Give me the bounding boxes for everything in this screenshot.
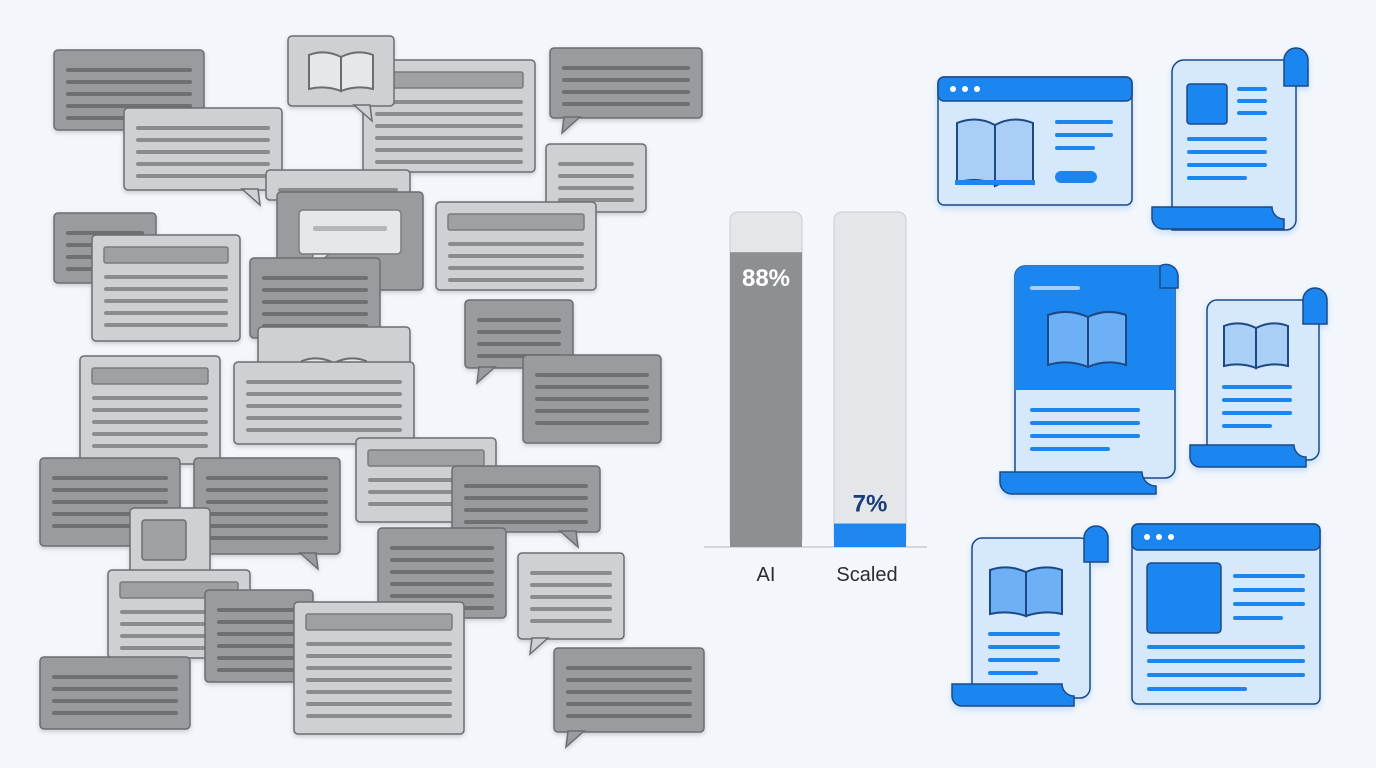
scroll-document-icon xyxy=(951,525,1109,707)
scroll-document-icon xyxy=(1189,287,1328,468)
chat-bubble-icon xyxy=(464,299,574,385)
bar-scaled xyxy=(834,523,906,547)
bar-value-label-ai: 88% xyxy=(742,265,790,292)
document-card-icon xyxy=(204,589,314,683)
book-icon xyxy=(287,35,395,123)
left-illustration-cluster xyxy=(39,35,705,749)
scroll-document-icon xyxy=(999,263,1179,495)
chat-bubble-icon xyxy=(451,465,601,549)
chat-bubble-icon xyxy=(549,47,703,135)
category-label-scaled: Scaled xyxy=(836,564,897,586)
document-card-icon xyxy=(362,59,536,173)
document-card-icon xyxy=(377,527,507,619)
document-card-icon xyxy=(91,234,241,342)
document-card-icon xyxy=(79,355,221,465)
document-card-icon xyxy=(435,201,597,291)
document-card-icon xyxy=(545,143,647,213)
category-label-ai: AI xyxy=(757,564,776,586)
open-book-icon xyxy=(1223,322,1289,370)
chat-bubble-icon xyxy=(553,647,705,749)
browser-window-icon xyxy=(1131,523,1321,705)
document-card-icon xyxy=(522,354,662,444)
bar-ai xyxy=(730,252,802,547)
chat-bubble-icon xyxy=(517,552,625,656)
document-card-icon xyxy=(293,601,465,735)
document-card-icon xyxy=(129,507,211,579)
chat-bubble-icon xyxy=(123,107,283,207)
scroll-document-icon xyxy=(1151,47,1309,231)
document-card-icon xyxy=(233,361,415,445)
bar-value-label-scaled: 7% xyxy=(853,491,888,518)
open-book-icon xyxy=(1047,311,1127,369)
browser-window-icon xyxy=(937,76,1133,206)
document-card-icon xyxy=(39,656,191,730)
open-book-icon xyxy=(955,118,1035,188)
chat-bubble-icon xyxy=(193,457,341,571)
open-book-icon xyxy=(989,566,1063,618)
